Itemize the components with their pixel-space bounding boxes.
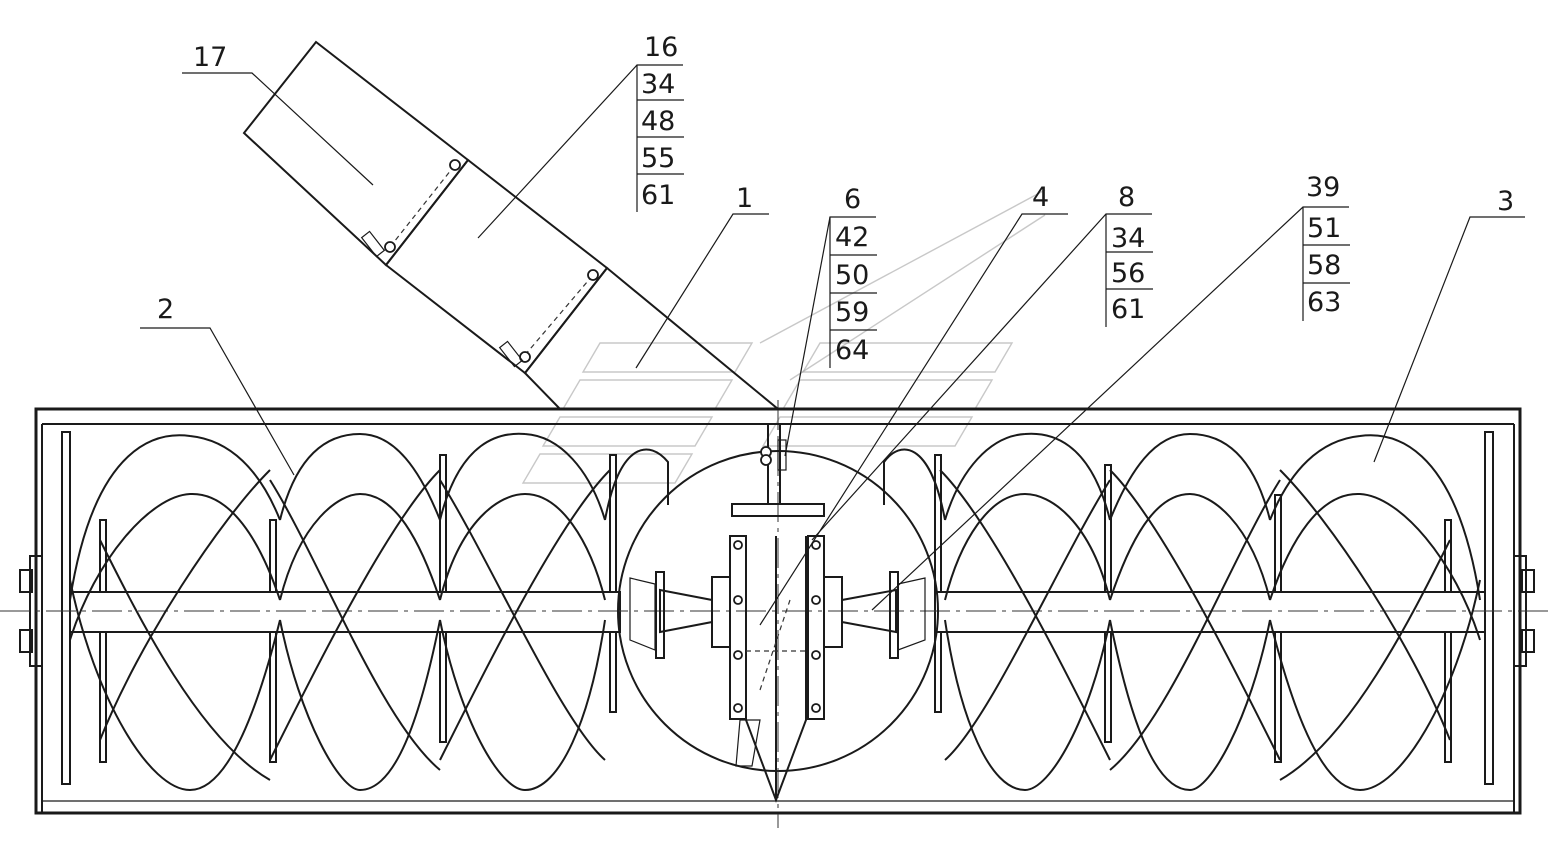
left-hub-bearing: [629, 571, 713, 659]
callout-8-34: 34: [1111, 223, 1145, 254]
watermark-logo: [521, 189, 1046, 484]
left-end-plate: [19, 431, 71, 785]
left-auger-flights: [69, 432, 669, 792]
right-end-plate: [1484, 431, 1535, 785]
callout-17: 17: [193, 42, 227, 73]
callout-6-42: 42: [835, 222, 869, 253]
callout-16-48: 48: [641, 106, 675, 137]
callout-39-51: 51: [1307, 213, 1341, 244]
auger-shaft: [0, 591, 1553, 633]
callout-39-58: 58: [1307, 250, 1341, 281]
callout-39: 39: [1306, 172, 1340, 203]
callout-39-63: 63: [1307, 287, 1341, 318]
callout-6-64: 64: [835, 335, 869, 366]
callout-2: 2: [157, 294, 174, 325]
callout-1: 1: [736, 183, 753, 214]
callout-4: 4: [1032, 182, 1049, 213]
right-auger-flights: [883, 432, 1481, 792]
callout-8-61: 61: [1111, 294, 1145, 325]
right-hub-bearing: [841, 571, 926, 659]
callout-8: 8: [1118, 182, 1135, 213]
callout-16-61: 61: [641, 180, 675, 211]
callout-6-50: 50: [835, 260, 869, 291]
callout-6: 6: [844, 184, 861, 215]
impeller-hub: [711, 423, 843, 803]
leader-lines: [140, 64, 1525, 626]
discharge-chute: [242, 40, 781, 410]
callout-16-55: 55: [641, 143, 675, 174]
callout-3: 3: [1497, 186, 1514, 217]
callout-labels: 17 16 34 48 55 61 1 6 42 50 59 64 4 8 34…: [157, 32, 1514, 366]
callout-8-56: 56: [1111, 258, 1145, 289]
callout-16: 16: [644, 32, 678, 63]
callout-16-34: 34: [641, 69, 675, 100]
callout-6-59: 59: [835, 297, 869, 328]
